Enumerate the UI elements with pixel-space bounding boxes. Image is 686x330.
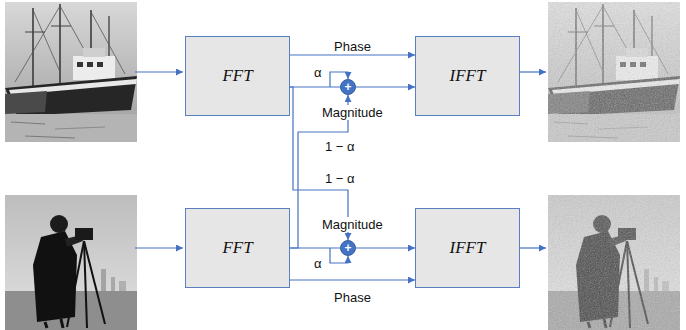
signal-connector — [290, 279, 415, 280]
boat-output-photo — [548, 2, 680, 142]
connector-label: 1 − α — [323, 171, 357, 186]
cameraman-output-photo — [548, 195, 680, 330]
connector-label: Phase — [332, 39, 373, 54]
connector-label: 1 − α — [323, 139, 357, 154]
operator-symbol: + — [344, 81, 351, 93]
boat-photo — [5, 2, 137, 142]
sum-circle: + — [340, 79, 356, 95]
signal-connector — [356, 247, 415, 248]
operator-symbol: + — [344, 242, 351, 254]
box-label: FFT — [222, 238, 252, 258]
cameraman-photo — [5, 195, 137, 330]
process-box: IFFT — [415, 36, 520, 116]
connector-label: α — [312, 256, 324, 271]
output-arrow — [520, 71, 546, 72]
signal-connector — [356, 86, 415, 87]
connector-label: α — [312, 65, 324, 80]
process-box: FFT — [185, 36, 290, 116]
input-arrow — [135, 247, 183, 248]
sum-circle: + — [340, 240, 356, 256]
box-label: FFT — [222, 66, 252, 86]
box-label: IFFT — [450, 238, 486, 258]
process-box: FFT — [185, 208, 290, 288]
box-label: IFFT — [450, 66, 486, 86]
input-arrow — [135, 71, 183, 72]
output-arrow — [520, 247, 546, 248]
process-box: IFFT — [415, 208, 520, 288]
connector-label: Magnitude — [320, 105, 385, 120]
connector-label: Magnitude — [320, 217, 385, 232]
connector-label: Phase — [332, 290, 373, 305]
signal-connector — [290, 54, 415, 55]
